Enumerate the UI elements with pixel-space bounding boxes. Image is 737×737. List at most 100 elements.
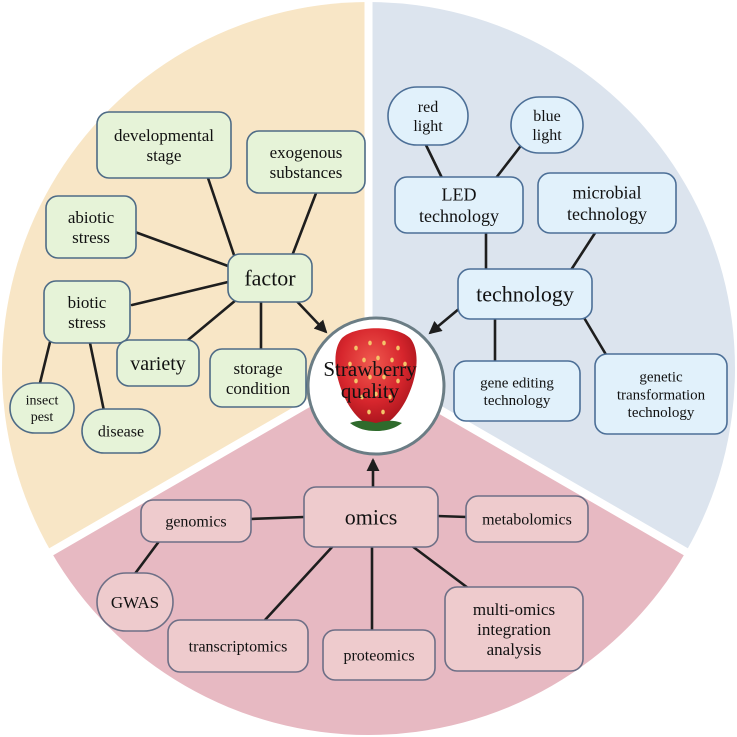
insect-pest-box (9, 382, 75, 434)
metabolomics-label: metabolomics (482, 512, 572, 529)
label-line: stage (147, 146, 182, 165)
variety-label: variety (130, 353, 186, 375)
edge-factor-exogenous (290, 186, 320, 258)
transcriptomics-box (167, 619, 309, 673)
label-line: genetic (639, 370, 683, 386)
edge-factor-developmental (206, 176, 237, 260)
proteomics-node: proteomics (322, 629, 436, 681)
transcriptomics-node: transcriptomics (167, 619, 309, 673)
label-line: technology (628, 405, 695, 421)
disease-node: disease (81, 408, 161, 454)
abiotic-stress-box (45, 195, 137, 259)
strawberry-image (335, 328, 417, 431)
metabolomics-node: metabolomics (465, 495, 589, 543)
multi-omics-box (444, 586, 584, 672)
label-line: developmental (114, 126, 214, 145)
connectors (37, 141, 610, 633)
label-line: pest (31, 410, 54, 425)
edge-red-led (423, 141, 444, 180)
gwas-box (96, 572, 174, 632)
storage-condition-box (209, 348, 307, 408)
label-line: condition (226, 379, 291, 398)
strawberry-leaves (350, 420, 402, 431)
exogenous-substances-box (246, 130, 366, 194)
label-line: technology (476, 282, 574, 307)
edge-factor-abiotic (133, 230, 230, 268)
label-line: GWAS (111, 593, 159, 612)
label-line: storage (233, 359, 282, 378)
disease-label: disease (98, 424, 144, 441)
label-line: exogenous (270, 143, 343, 162)
factor-hub-label: factor (244, 266, 296, 291)
label-line: disease (98, 424, 144, 441)
label-line: analysis (487, 640, 542, 659)
label-line: metabolomics (482, 512, 572, 529)
blue-light-label: blue light (532, 108, 562, 144)
label-line: proteomics (343, 648, 414, 665)
genetic-transformation-technology-box (594, 353, 728, 435)
label-line: blue (533, 108, 561, 125)
label-line: technology (419, 206, 499, 226)
label-line: abiotic (68, 208, 115, 227)
omics-hub-node: omics (303, 486, 439, 548)
gwas-label: GWAS (111, 593, 159, 612)
label-line: LED (442, 185, 477, 205)
technology-hub-box (457, 268, 593, 320)
label-line: transformation (617, 387, 706, 403)
label-line: red (418, 99, 438, 116)
technology-hub-node: technology (457, 268, 593, 320)
edge-omics-genomics (248, 515, 306, 521)
edge-biotic-insect (37, 340, 52, 389)
label-line: integration (477, 620, 551, 639)
transcriptomics-label: transcriptomics (189, 639, 288, 656)
label-line: gene editing (480, 375, 554, 391)
label-line: multi-omics (473, 600, 555, 619)
led-technology-box (394, 176, 524, 234)
label-line: substances (270, 163, 343, 182)
variety-node: variety (116, 339, 200, 387)
developmental-stage-box (96, 111, 232, 179)
genomics-box (140, 499, 252, 543)
label-line: variety (130, 353, 186, 375)
label-line: stress (68, 313, 106, 332)
edge-tech-genetic (581, 314, 610, 360)
arrow-technology-center (428, 307, 461, 335)
metabolomics-box (465, 495, 589, 543)
red-light-box (387, 86, 469, 146)
label-line: stress (72, 228, 110, 247)
factor-hub-node: factor (227, 253, 313, 303)
label-line: genomics (165, 514, 226, 531)
edge-genomics-gwas (132, 538, 162, 577)
strawberry-seeds (348, 340, 407, 415)
disease-box (81, 408, 161, 454)
red-light-node: red light (387, 86, 469, 146)
edge-factor-biotic (130, 280, 230, 307)
label-line: factor (244, 266, 296, 291)
blue-light-node: blue light (510, 96, 584, 154)
label-line: insect (26, 394, 59, 409)
edge-omics-transcriptomics (263, 544, 335, 622)
label-line: light (532, 127, 562, 144)
label-line: light (413, 118, 443, 135)
edge-omics-multiomics (410, 544, 474, 593)
